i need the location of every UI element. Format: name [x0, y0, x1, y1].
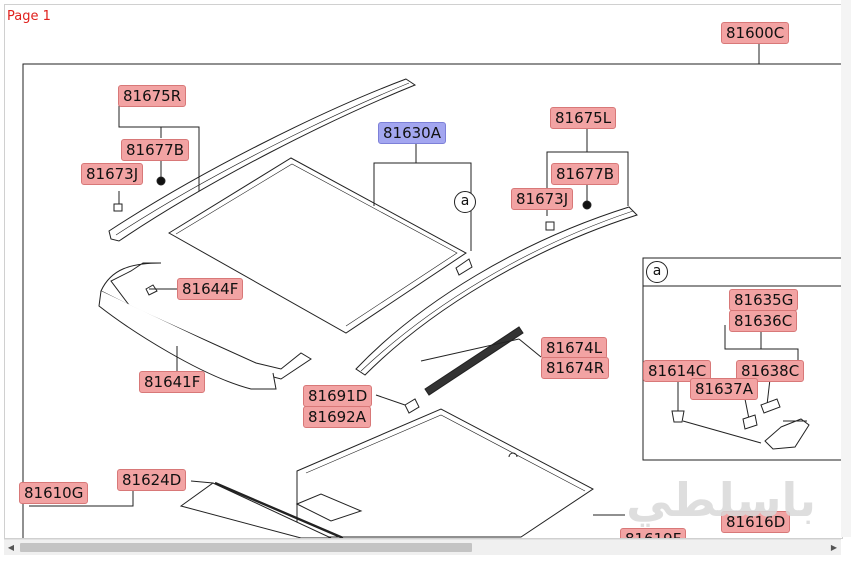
callout-81692A[interactable]: 81692A: [303, 406, 371, 428]
callout-81677B-left[interactable]: 81677B: [121, 139, 190, 161]
page-label: Page 1: [7, 9, 51, 24]
callout-81636C[interactable]: 81636C: [729, 310, 798, 332]
callout-81673J-right[interactable]: 81673J: [511, 188, 574, 210]
vertical-scrollbar[interactable]: [841, 0, 851, 537]
callout-81674L[interactable]: 81674L: [541, 337, 608, 359]
callout-81673J-left[interactable]: 81673J: [81, 163, 144, 185]
scroll-thumb[interactable]: [20, 543, 472, 552]
ref-mark-a: a: [454, 191, 476, 213]
watermark-logo: باسلطي: [626, 473, 816, 527]
callout-81635G[interactable]: 81635G: [729, 289, 799, 311]
callout-81600C[interactable]: 81600C: [721, 22, 790, 44]
callout-81630A[interactable]: 81630A: [378, 122, 446, 144]
callout-81691D[interactable]: 81691D: [303, 385, 373, 407]
callout-81614C[interactable]: 81614C: [643, 360, 712, 382]
callout-81675L[interactable]: 81675L: [550, 107, 617, 129]
callout-81616D[interactable]: 81616D: [721, 511, 791, 533]
callout-81637A[interactable]: 81637A: [690, 378, 758, 400]
chevron-left-icon[interactable]: ◀: [7, 543, 15, 552]
detail-ref-mark-a: a: [646, 261, 668, 283]
callout-81677B-right[interactable]: 81677B: [551, 163, 620, 185]
chevron-right-icon[interactable]: ▶: [830, 543, 838, 552]
callout-81624D[interactable]: 81624D: [117, 469, 187, 491]
callout-81644F[interactable]: 81644F: [177, 278, 244, 300]
callout-81638C[interactable]: 81638C: [736, 360, 805, 382]
page-frame: Page 1: [4, 4, 843, 539]
callout-81641F[interactable]: 81641F: [139, 371, 206, 393]
callout-81619F[interactable]: 81619F: [620, 528, 687, 538]
horizontal-scrollbar[interactable]: ◀ ▶: [4, 539, 841, 555]
callout-81610G[interactable]: 81610G: [19, 482, 89, 504]
callout-81674R[interactable]: 81674R: [541, 357, 610, 379]
callout-81675R[interactable]: 81675R: [118, 85, 187, 107]
